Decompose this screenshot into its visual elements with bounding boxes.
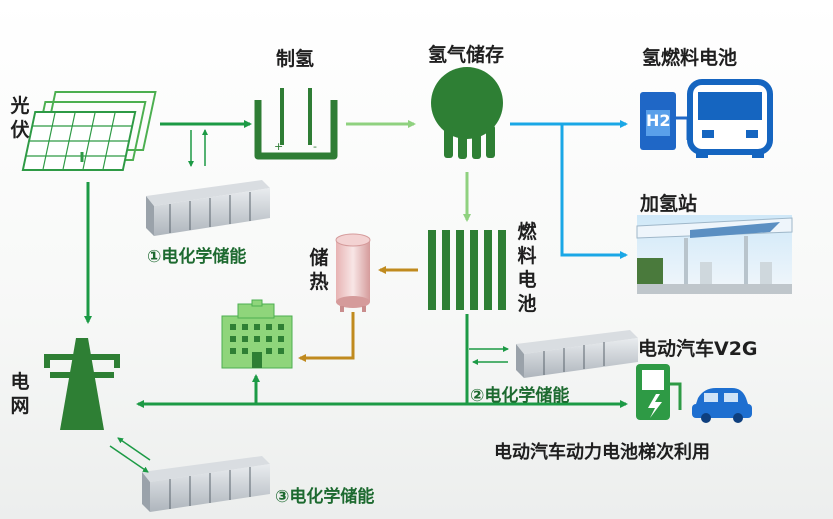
svg-text:+: + — [274, 140, 283, 153]
battery-container-1-icon — [146, 180, 270, 236]
label-heat-storage: 储热 — [309, 247, 329, 293]
label-pv: 光伏 — [10, 95, 30, 141]
fuel-cell-stack-icon — [428, 230, 506, 310]
label-hydrogen-fuel-cell: 氢燃料电池 — [642, 47, 738, 69]
label-battery-reuse: 电动汽车动力电池梯次利用 — [494, 442, 710, 463]
solar-panel-icon — [21, 91, 157, 171]
heat-storage-tank-icon — [335, 233, 371, 312]
arrow-heat-to-building — [298, 312, 355, 362]
label-storage-unit-2: ②电化学储能 — [470, 386, 570, 406]
power-tower-icon — [44, 338, 120, 430]
ev-car-icon — [692, 388, 752, 423]
label-storage-unit-1: ①电化学储能 — [147, 247, 247, 267]
hydrogen-station-image — [636, 215, 793, 294]
hydrogen-tank-icon — [431, 67, 503, 159]
label-hydrogen-storage: 氢气储存 — [428, 44, 505, 66]
label-grid: 电网 — [10, 371, 30, 417]
label-refueling-station: 加氢站 — [640, 193, 698, 215]
ev-charger-icon — [636, 364, 682, 420]
battery-container-2-icon — [516, 330, 638, 378]
h2-sign-text: H2 — [646, 111, 671, 130]
building-icon — [221, 299, 293, 369]
arrow-battery3-to-grid — [117, 437, 151, 461]
electrolyzer-icon: + - — [254, 88, 338, 160]
flow-arrows — [84, 120, 628, 473]
arrow-grid-to-battery3 — [109, 445, 149, 473]
h2-bus-icon — [640, 79, 773, 158]
svg-text:-: - — [313, 140, 317, 153]
label-storage-unit-3: ③电化学储能 — [275, 487, 375, 507]
label-fuel-cell: 燃料电池 — [517, 221, 537, 315]
label-electrolysis: 制氢 — [276, 48, 315, 70]
label-ev-v2g: 电动汽车V2G — [638, 338, 758, 360]
arrow-storage-to-station — [560, 124, 628, 259]
battery-container-3-icon — [142, 456, 270, 512]
